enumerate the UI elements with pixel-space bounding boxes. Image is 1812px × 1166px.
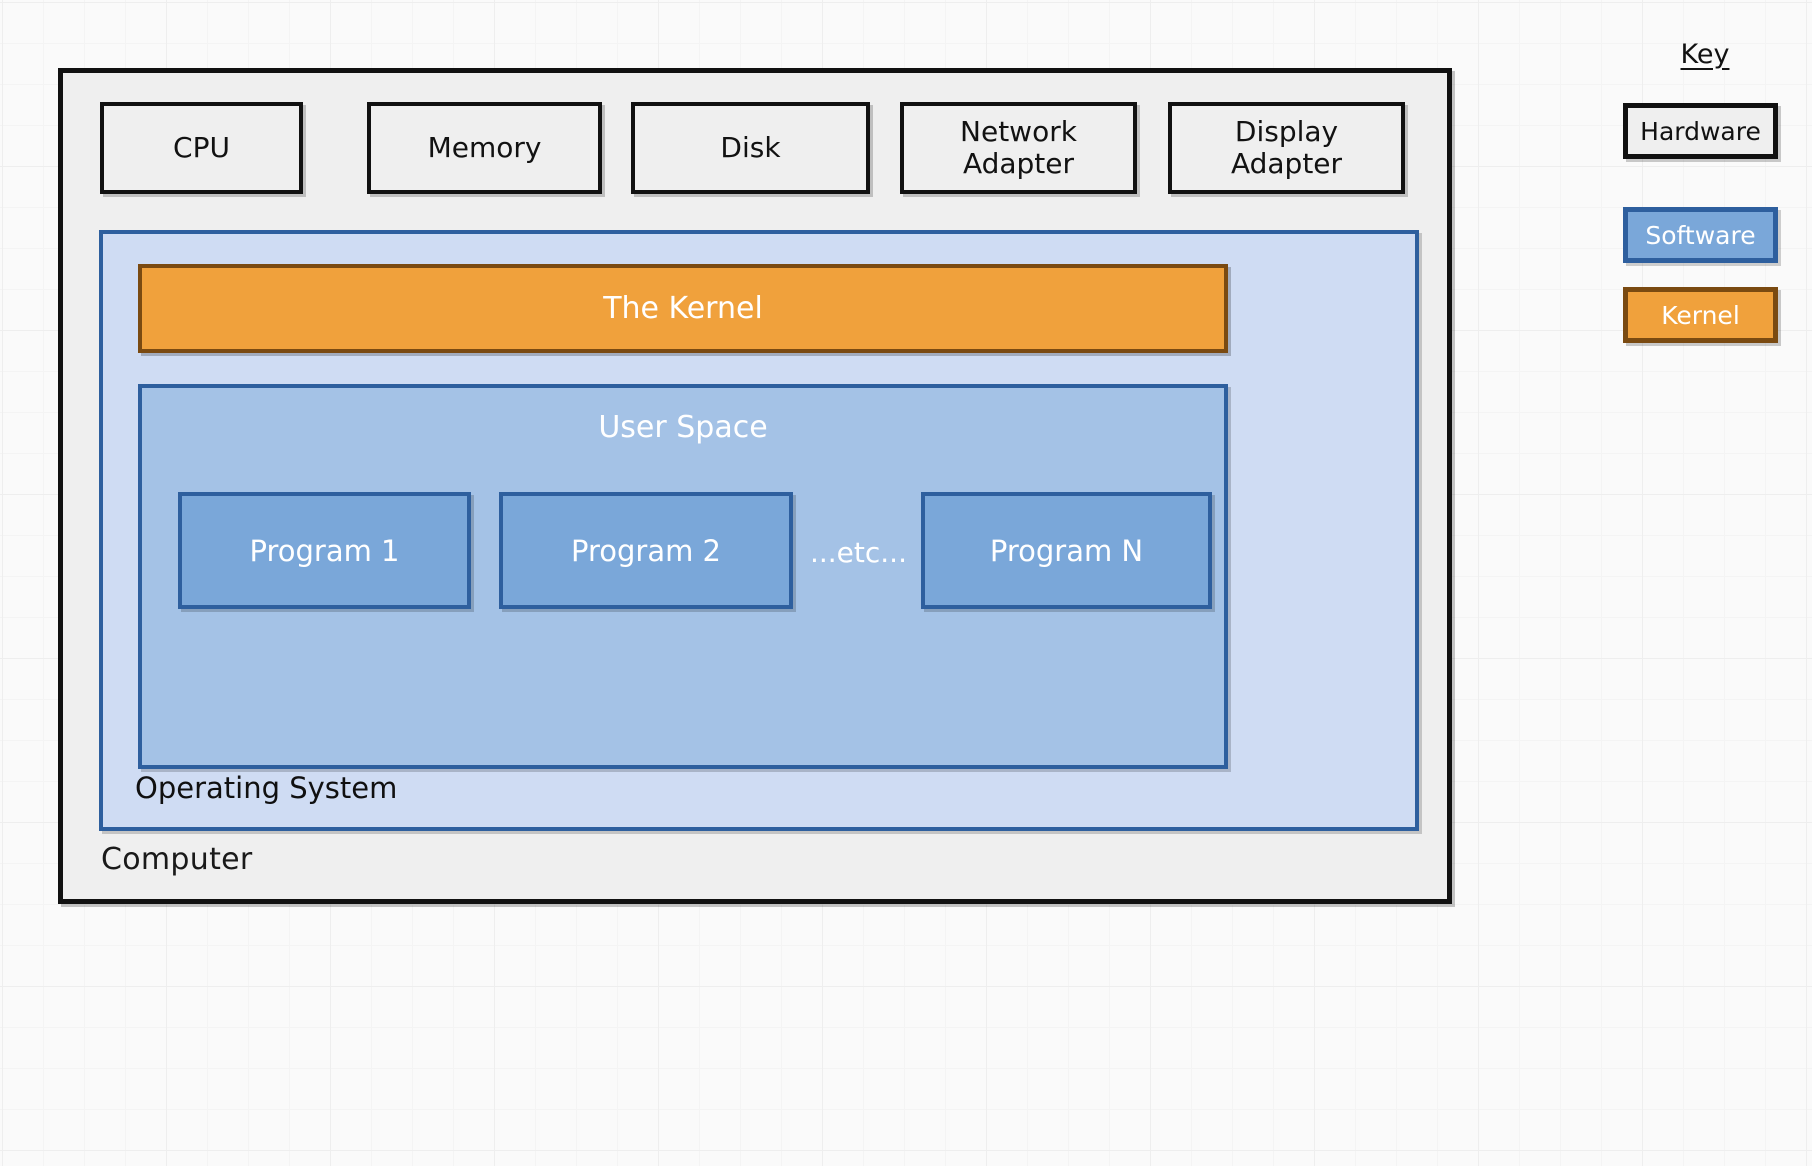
key-swatch-hardware: Hardware	[1623, 103, 1778, 159]
program-box-2-label: Program 2	[570, 533, 722, 568]
key-swatch-software: Software	[1623, 207, 1778, 263]
key-swatch-software-label: Software	[1645, 220, 1756, 250]
key-panel: Key Hardware Software Kernel	[1615, 30, 1795, 370]
hardware-box-network-adapter[interactable]: Network Adapter	[900, 102, 1137, 194]
hardware-box-network-adapter-label-line1: Network	[960, 114, 1077, 148]
key-swatch-kernel-label: Kernel	[1661, 300, 1740, 330]
key-title: Key	[1680, 39, 1730, 70]
hardware-box-disk[interactable]: Disk	[631, 102, 870, 194]
operating-system-label: Operating System	[135, 771, 398, 805]
programs-ellipsis-label: ...etc...	[809, 536, 907, 569]
hardware-box-disk-label: Disk	[720, 130, 781, 164]
program-box-2[interactable]: Program 2	[499, 492, 793, 609]
hardware-box-network-adapter-label: Network Adapter	[960, 114, 1077, 181]
kernel-bar-label: The Kernel	[603, 291, 763, 326]
operating-system-box: The Kernel User Space Program 1 Program …	[99, 230, 1419, 831]
program-box-n[interactable]: Program N	[921, 492, 1212, 609]
key-swatch-kernel: Kernel	[1623, 287, 1778, 343]
program-box-1-label: Program 1	[249, 533, 400, 568]
program-box-n-label: Program N	[989, 533, 1144, 568]
hardware-box-display-adapter-label-line1: Display	[1234, 114, 1339, 148]
hardware-components-row: CPU Memory Disk Network Adapter Display …	[100, 102, 1420, 200]
user-space-label: User Space	[598, 410, 768, 445]
hardware-box-memory[interactable]: Memory	[367, 102, 602, 194]
hardware-box-network-adapter-label-line2: Adapter	[962, 147, 1075, 180]
key-swatch-hardware-label: Hardware	[1640, 116, 1761, 146]
program-box-1[interactable]: Program 1	[178, 492, 471, 609]
kernel-bar[interactable]: The Kernel	[138, 264, 1228, 353]
computer-box: CPU Memory Disk Network Adapter Display …	[58, 68, 1452, 904]
hardware-box-cpu[interactable]: CPU	[100, 102, 303, 194]
hardware-box-display-adapter-label-line2: Adapter	[1230, 147, 1343, 180]
computer-label: Computer	[101, 842, 253, 877]
hardware-box-display-adapter[interactable]: Display Adapter	[1168, 102, 1405, 194]
hardware-box-cpu-label: CPU	[173, 130, 230, 164]
hardware-box-display-adapter-label: Display Adapter	[1230, 114, 1343, 181]
user-space-box: User Space Program 1 Program 2 ...etc...…	[138, 384, 1228, 769]
hardware-box-memory-label: Memory	[427, 130, 542, 164]
